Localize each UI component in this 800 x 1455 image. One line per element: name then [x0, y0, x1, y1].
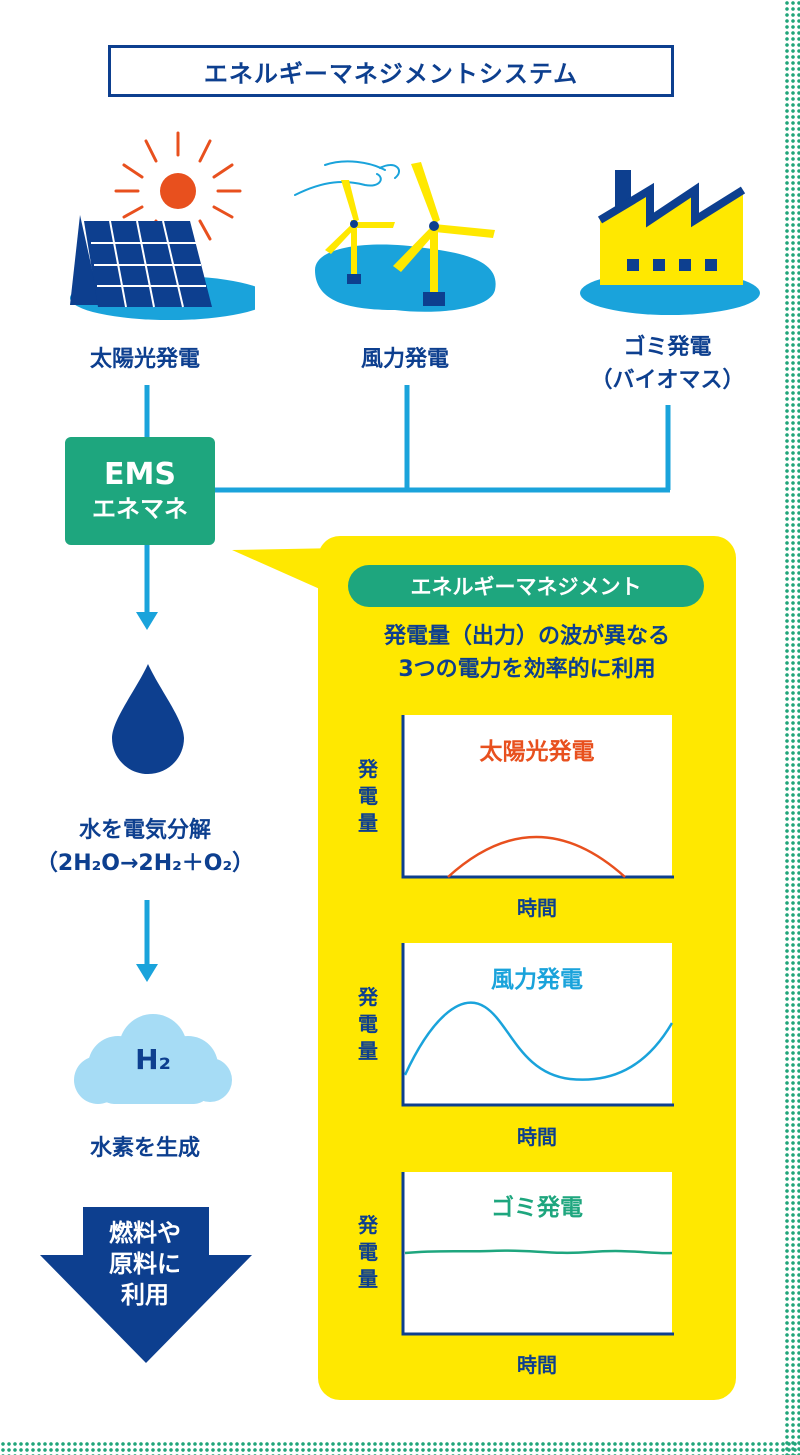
- wind-chart: [401, 943, 674, 1107]
- panel-pointer: [232, 548, 340, 598]
- water-drop-icon: [112, 664, 184, 774]
- panel-description-line1: 発電量（出力）の波が異なる: [383, 624, 670, 649]
- factory-icon: [580, 170, 760, 315]
- wind-chart-ylabel: 発電量: [358, 985, 378, 1063]
- dotted-border-right: [784, 0, 800, 1455]
- ems-sublabel: エネマネ: [92, 495, 188, 523]
- ems-label: EMS: [104, 457, 176, 492]
- dotted-border-bottom: [0, 1441, 800, 1455]
- waste-chart-xlabel: 時間: [517, 1353, 557, 1377]
- solar-chart-ylabel: 発電量: [358, 757, 378, 835]
- waste-chart-title: ゴミ発電: [491, 1195, 583, 1221]
- electrolysis-label-line2: （2H₂O→2H₂＋O₂）: [35, 851, 255, 876]
- big-down-arrow-icon: [40, 1207, 252, 1363]
- waste-chart-area: [402, 1172, 672, 1334]
- solar-chart-area: [402, 715, 672, 877]
- hydrogen-cloud-icon: [74, 1014, 232, 1104]
- use-label-line3: 利用: [121, 1281, 169, 1309]
- waste-label-line1: ゴミ発電: [623, 335, 712, 360]
- solar-output-curve: [447, 835, 626, 878]
- use-label-line2: 原料に: [109, 1250, 181, 1278]
- wind-chart-title: 風力発電: [491, 967, 583, 993]
- wind-label: 風力発電: [360, 347, 449, 372]
- hydrogen-symbol: H₂: [135, 1043, 171, 1076]
- waste-output-curve: [404, 1249, 673, 1255]
- use-label: 燃料や 原料に 利用: [75, 1218, 215, 1311]
- panel-header: エネルギーマネジメント: [348, 565, 704, 607]
- arrow-down-icon: [136, 900, 158, 982]
- electrolysis-label-line1: 水を電気分解: [78, 818, 211, 843]
- hydrogen-label: 水素を生成: [89, 1136, 200, 1161]
- wind-chart-xlabel: 時間: [517, 1125, 557, 1149]
- waste-chart-ylabel: 発電量: [358, 1213, 378, 1291]
- wind-output-curve: [403, 1001, 674, 1081]
- connector-lines: [136, 385, 671, 630]
- solar-panel-icon: [70, 131, 255, 320]
- wind-chart-area: [402, 943, 672, 1105]
- solar-label: 太陽光発電: [89, 347, 200, 372]
- solar-chart-title: 太陽光発電: [479, 739, 595, 765]
- waste-label-line2: （バイオマス）: [590, 368, 745, 393]
- page-title: エネルギーマネジメントシステム: [108, 45, 674, 97]
- ems-box: EMS エネマネ: [65, 437, 215, 545]
- panel-description-line2: 3つの電力を効率的に利用: [398, 657, 656, 682]
- waste-chart: [401, 1172, 674, 1336]
- solar-chart-xlabel: 時間: [517, 896, 557, 920]
- use-label-line1: 燃料や: [109, 1219, 181, 1247]
- wind-turbine-icon: [294, 160, 496, 312]
- solar-chart: [401, 715, 674, 879]
- panel-description: 発電量（出力）の波が異なる 3つの電力を効率的に利用: [330, 620, 724, 686]
